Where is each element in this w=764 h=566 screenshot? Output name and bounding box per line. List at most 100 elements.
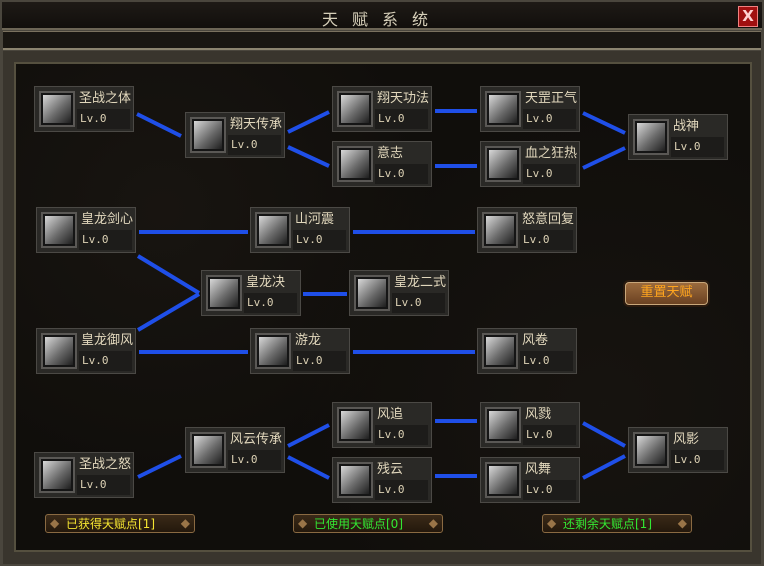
talent-level: Lv.0 — [79, 230, 132, 250]
dragon-icon[interactable] — [255, 333, 291, 369]
light-burst-icon[interactable] — [482, 212, 518, 248]
talent-name: 风云传承 — [230, 432, 283, 447]
wind-slay-icon[interactable] — [485, 407, 521, 443]
earned-points-label: 已获得天赋点[1] — [45, 514, 195, 533]
talent-level: Lv.0 — [293, 351, 346, 371]
crowned-crest-icon[interactable] — [190, 432, 226, 468]
talent-name: 风戮 — [525, 407, 552, 422]
close-button[interactable]: X — [738, 6, 758, 27]
talent-name: 翔天功法 — [377, 91, 430, 106]
crouching-figure-icon[interactable] — [337, 146, 373, 182]
icon-art — [45, 216, 73, 244]
demon-face-icon[interactable] — [485, 146, 521, 182]
talent-link-n8-n11 — [136, 254, 201, 295]
talent-node[interactable]: 皇龙剑心 Lv.0 — [36, 207, 136, 253]
icon-art — [43, 95, 71, 123]
talent-node[interactable]: 风卷 Lv.0 — [477, 328, 577, 374]
icon-art — [194, 436, 222, 464]
talent-level: Lv.0 — [228, 450, 281, 470]
talent-name: 意志 — [377, 146, 404, 161]
talent-level: Lv.0 — [520, 351, 573, 371]
talent-name: 怒意回复 — [522, 212, 575, 227]
talent-name: 山河震 — [295, 212, 335, 227]
talent-level: Lv.0 — [375, 425, 428, 445]
crossed-blades-icon[interactable] — [206, 275, 242, 311]
flexed-arm-icon[interactable] — [39, 91, 75, 127]
talent-name: 天罡正气 — [525, 91, 578, 106]
icon-art — [489, 466, 517, 494]
talent-name: 圣战之怒 — [79, 457, 132, 472]
wind-blade-icon[interactable] — [41, 333, 77, 369]
talent-link-n17-n18 — [287, 423, 330, 448]
talent-node[interactable]: 风云传承 Lv.0 — [185, 427, 285, 473]
talent-level: Lv.0 — [671, 137, 724, 157]
talent-link-n21-n22 — [582, 454, 626, 480]
talent-node[interactable]: 游龙 Lv.0 — [250, 328, 350, 374]
icon-art — [341, 95, 369, 123]
talent-node[interactable]: 圣战之怒 Lv.0 — [34, 452, 134, 498]
angel-figure-icon[interactable] — [485, 91, 521, 127]
winged-shield-icon[interactable] — [190, 117, 226, 153]
dash-strike-icon[interactable] — [337, 407, 373, 443]
icon-art — [486, 337, 514, 365]
wind-dance-icon[interactable] — [485, 462, 521, 498]
talent-level: Lv.0 — [520, 230, 573, 250]
talent-link-n1-n2 — [136, 112, 182, 138]
talent-name: 风卷 — [522, 333, 549, 348]
talent-level: Lv.0 — [392, 293, 445, 313]
shockwave-icon[interactable] — [255, 212, 291, 248]
talent-level: Lv.0 — [79, 351, 132, 371]
icon-art — [43, 461, 71, 489]
reset-talents-button[interactable]: 重置天赋 — [625, 282, 708, 305]
crescent-slash-icon[interactable] — [354, 275, 390, 311]
window-title: 天赋系统 — [321, 10, 442, 29]
talent-level: Lv.0 — [244, 293, 297, 313]
cloud-swirl-icon[interactable] — [337, 462, 373, 498]
talent-level: Lv.0 — [228, 135, 281, 155]
fist-icon[interactable] — [39, 457, 75, 493]
talent-name: 残云 — [377, 462, 404, 477]
talent-name: 游龙 — [295, 333, 322, 348]
talent-level: Lv.0 — [523, 164, 576, 184]
icon-art — [637, 436, 665, 464]
icon-art — [194, 121, 222, 149]
used-points-text: 已使用天赋点[0] — [314, 517, 403, 531]
icon-art — [486, 216, 514, 244]
winged-warrior-icon[interactable] — [337, 91, 373, 127]
talent-node[interactable]: 怒意回复 Lv.0 — [477, 207, 577, 253]
blade-slash-icon[interactable] — [41, 212, 77, 248]
talent-name: 圣战之体 — [79, 91, 132, 106]
title-bar[interactable]: 天赋系统 X — [2, 2, 762, 30]
whirlwind-icon[interactable] — [482, 333, 518, 369]
icon-art — [489, 411, 517, 439]
icon-art — [489, 150, 517, 178]
icon-art — [210, 279, 238, 307]
talent-link-n2-n4 — [287, 145, 330, 168]
spartan-helmet-icon[interactable] — [633, 119, 669, 155]
talent-level: Lv.0 — [523, 109, 576, 129]
earned-points-text: 已获得天赋点[1] — [66, 517, 155, 531]
talent-node[interactable]: 天罡正气 Lv.0 — [480, 86, 580, 132]
icon-art — [341, 150, 369, 178]
talent-level: Lv.0 — [77, 475, 130, 495]
shadow-figure-icon[interactable] — [633, 432, 669, 468]
icon-art — [358, 279, 386, 307]
talent-name: 皇龙剑心 — [81, 212, 134, 227]
talent-level: Lv.0 — [671, 450, 724, 470]
